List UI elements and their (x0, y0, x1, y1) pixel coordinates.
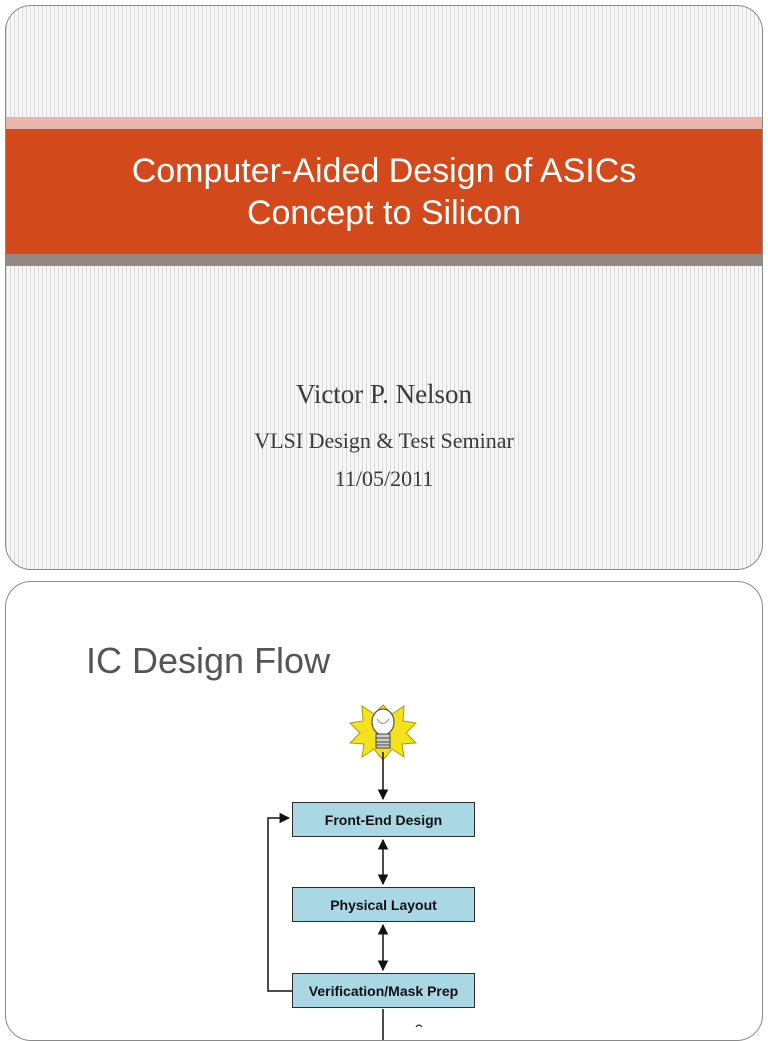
design-flow-slide: IC Design Flow Front-End Design Phys (5, 581, 763, 1041)
lightbulb-idea-icon (348, 704, 418, 761)
flow-step-physical-layout: Physical Layout (292, 887, 475, 922)
slide-title-line-2: Concept to Silicon (246, 193, 522, 232)
title-band-bottom-stripe (6, 254, 762, 266)
presentation-date: 11/05/2011 (334, 466, 434, 491)
flow-step-verification-mask-prep: Verification/Mask Prep (292, 973, 475, 1008)
title-band: Computer-Aided Design of ASICs Concept t… (6, 129, 762, 254)
author-name: Victor P. Nelson (295, 379, 473, 409)
title-band-top-stripe (6, 117, 762, 129)
title-slide: Computer-Aided Design of ASICs Concept t… (5, 5, 763, 570)
flow-step-front-end-design: Front-End Design (292, 802, 475, 837)
flow-feedback-loop (267, 812, 292, 992)
slide-title-line-1: Computer-Aided Design of ASICs (131, 151, 637, 190)
event-name: VLSI Design & Test Seminar (254, 428, 514, 453)
flow-diagram (267, 704, 423, 1040)
slide-title: IC Design Flow (86, 640, 331, 681)
